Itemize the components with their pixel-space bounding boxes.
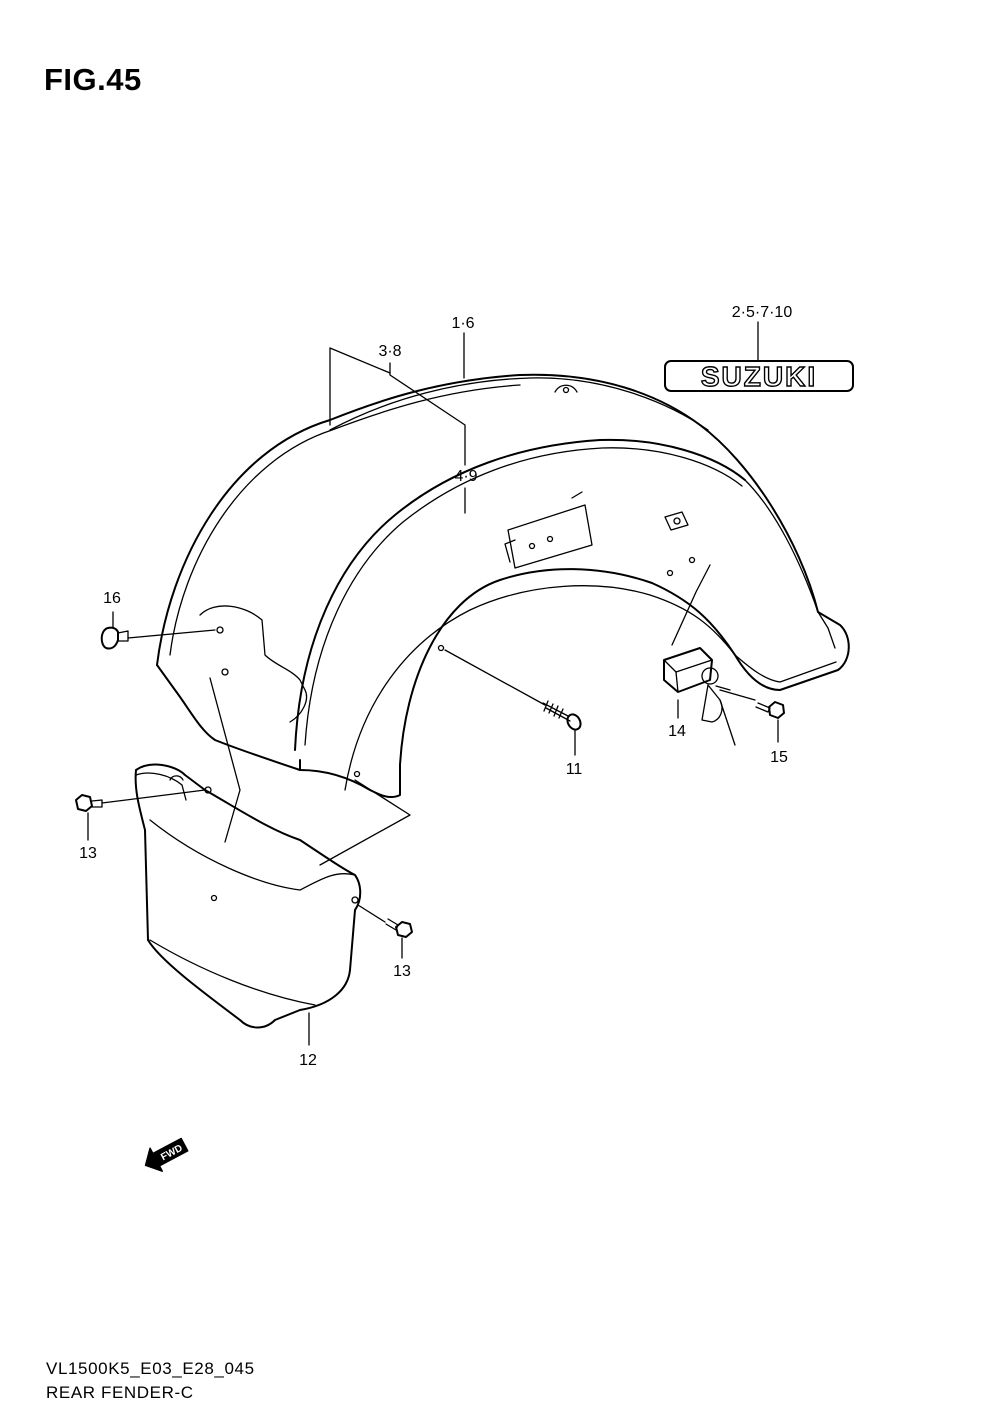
model-code: VL1500K5_E03_E28_045 xyxy=(46,1359,255,1378)
callout-13-upper: 13 xyxy=(79,845,97,862)
screw-15 xyxy=(755,701,785,719)
callout-11: 11 xyxy=(566,761,583,778)
leader-lines xyxy=(87,321,779,1046)
bolt-13-upper xyxy=(75,794,103,812)
bolt-13-lower xyxy=(385,918,413,938)
section-name: REAR FENDER-C xyxy=(46,1383,194,1402)
callout-1-6: 1·6 xyxy=(451,315,474,332)
callout-16: 16 xyxy=(103,590,121,607)
callout-2-5-7-10: 2·5·7·10 xyxy=(732,304,793,321)
callout-3-8: 3·8 xyxy=(378,343,401,360)
figure-title: FIG.45 xyxy=(44,62,142,97)
lower-panel xyxy=(134,763,362,1029)
callout-15: 15 xyxy=(770,749,788,766)
emblem-text: SUZUKI xyxy=(701,361,817,392)
seat-lock xyxy=(663,647,736,746)
fwd-label: FWD xyxy=(159,1143,184,1163)
screw-11 xyxy=(542,700,582,731)
callout-4-9: 4·9 xyxy=(454,468,477,485)
rear-fender xyxy=(156,373,850,799)
callouts: 1·6 3·8 4·9 2·5·7·10 16 11 14 15 13 13 1… xyxy=(79,304,792,1069)
callout-12: 12 xyxy=(299,1052,317,1069)
bolt-16 xyxy=(100,626,129,650)
callout-14: 14 xyxy=(668,723,686,740)
fwd-arrow-icon: FWD xyxy=(144,1137,189,1172)
callout-13-lower: 13 xyxy=(393,963,411,980)
suzuki-emblem: SUZUKI xyxy=(664,360,854,393)
